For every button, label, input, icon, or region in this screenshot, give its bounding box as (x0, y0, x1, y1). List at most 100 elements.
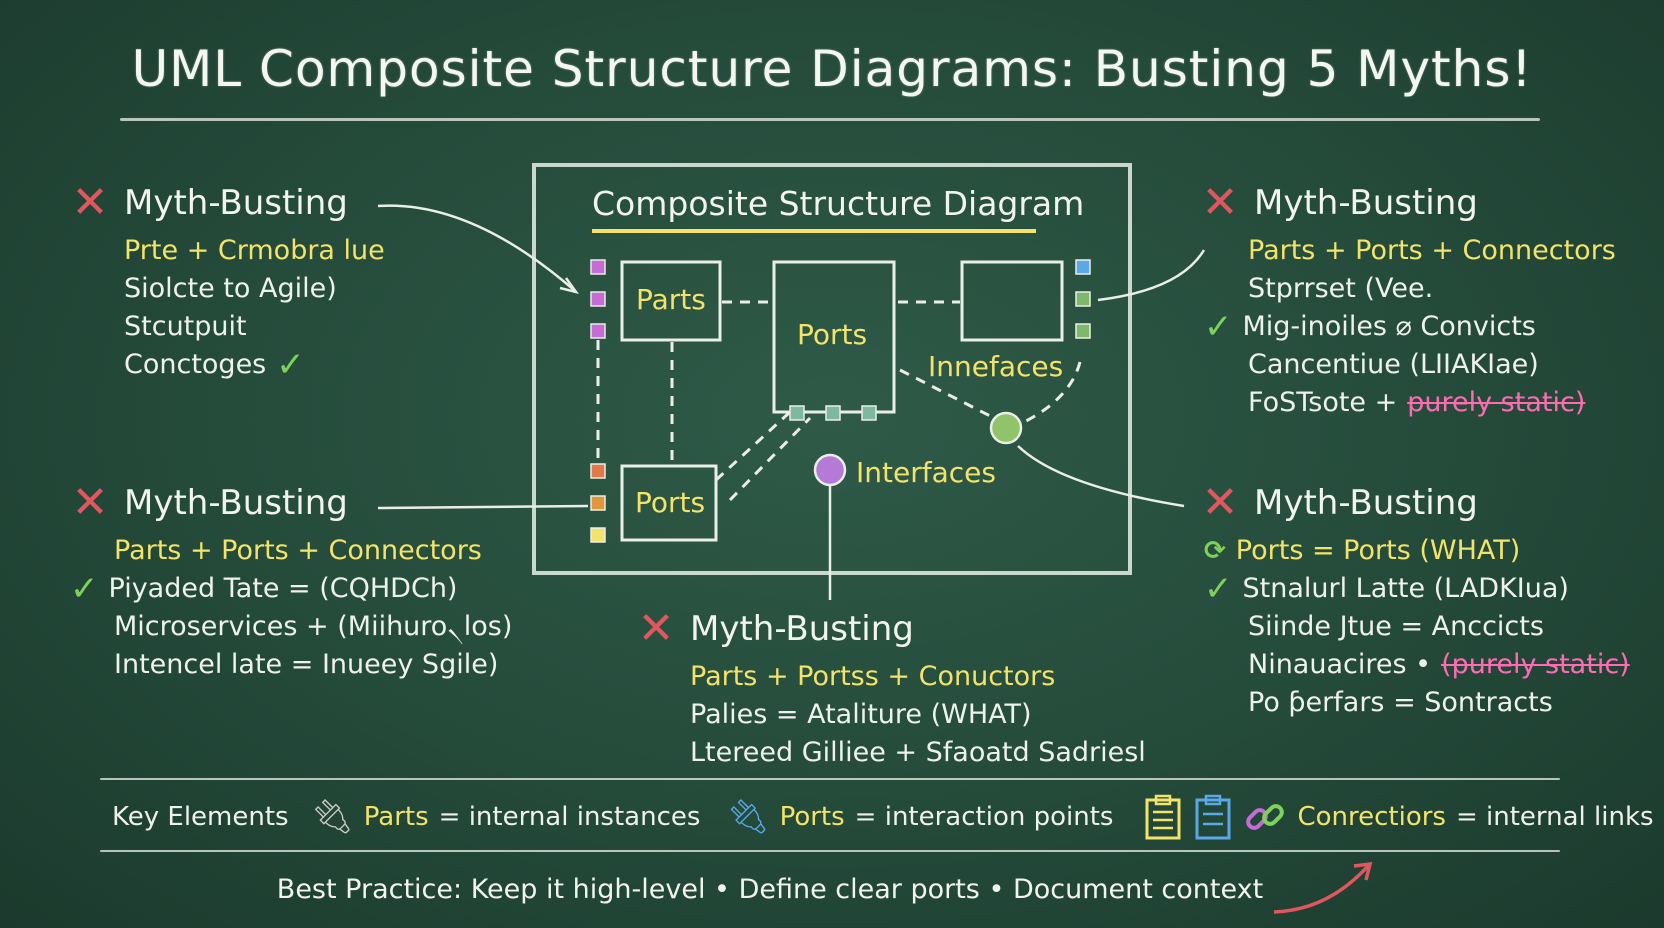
port-square (861, 405, 877, 421)
port-square (1075, 291, 1091, 307)
diagram-ports-lower-label: Ports (635, 486, 706, 519)
myth-card-1: ✕ Myth-Busting Prte + Crmobra lue Siolct… (70, 180, 385, 384)
link-icon: ⟳ (1204, 536, 1226, 566)
arrow-myth1-head (559, 277, 579, 295)
myth-line-with-check: Conctoges ✓ (124, 346, 385, 384)
x-mark-icon: ✕ (637, 603, 675, 654)
key-label: Key Elements (112, 802, 289, 832)
arrow-myth3 (377, 504, 589, 510)
myth-card-2: ✕ Myth-Busting Parts + Ports + Connector… (1200, 180, 1616, 422)
myth-line: Stcutpuit (124, 311, 247, 342)
clipboard-icon (1195, 794, 1231, 840)
myth-line-with-check: ✓ Stnalurl Latte (LADKIua) (1204, 570, 1630, 608)
diagram-innefaces-label: Innefaces (928, 350, 1064, 383)
title-underline (120, 118, 1540, 121)
port-square (590, 323, 606, 339)
myth-line: Parts + Ports + Connectors (1248, 235, 1616, 266)
myth-card-5: ✕ Myth-Busting Parts + Portss + Conuctor… (636, 606, 1146, 772)
diagram-title: Composite Structure Diagram (592, 184, 1085, 223)
myth-line: Palies = Ataliture (WHAT) (690, 699, 1032, 730)
diagram-interfaces-label: Interfaces (856, 456, 996, 489)
interface-circle-purple (813, 453, 847, 487)
connector-lower-center1 (714, 410, 792, 482)
myth-line: Po ƥerfars = Sontracts (1248, 687, 1553, 718)
key-parts-desc: = internal instances (438, 802, 701, 832)
myth-card-4: ✕ Myth-Busting ⟳ Ports = Ports (WHAT) ✓ … (1200, 480, 1630, 722)
myth-line: Ltereed Gilliee + Sfaoatd Sadriesl (690, 737, 1146, 768)
myth-card-3: ✕ Myth-Busting Parts + Ports + Connector… (70, 480, 512, 684)
key-top-rule (100, 778, 1560, 780)
myth-heading: Myth-Busting (124, 483, 348, 523)
myth-line: Parts + Ports + Connectors (114, 535, 482, 566)
key-ports-desc: = interaction points (854, 802, 1114, 832)
key-bottom-rule (100, 850, 1560, 852)
page-title: UML Composite Structure Diagrams: Bustin… (131, 40, 1533, 98)
key-connectors: Conrectiors = internal links (1143, 794, 1654, 840)
best-practice: Best Practice: Keep it high-level • Defi… (276, 874, 1264, 905)
myth-heading: Myth-Busting (1254, 183, 1478, 223)
key-connectors-desc: = internal links (1455, 802, 1654, 832)
myth-line-text: Ninauacires • (1248, 649, 1432, 680)
myth-line-text: Piyaded Tate = (CQHDCh) (108, 573, 458, 604)
arrow-myth2 (1097, 249, 1206, 302)
myth-line: Microservices + (Miihuro৲los) (114, 611, 513, 642)
port-square (590, 259, 606, 275)
diagram-ports-center-label: Ports (797, 318, 868, 351)
port-square (1075, 259, 1091, 275)
x-mark-icon: ✕ (1201, 177, 1239, 228)
struck-text: (purely static) (1441, 649, 1630, 680)
myth-line: Prte + Crmobra lue (124, 235, 385, 266)
port-square (590, 527, 606, 543)
interface-circle-green (989, 411, 1023, 445)
key-ports: 🔌︎ Ports = interaction points (726, 797, 1113, 837)
check-icon: ✓ (1204, 569, 1233, 609)
arrow-icon (1273, 861, 1373, 914)
key-parts-term: Parts (363, 802, 429, 832)
port-square (1075, 323, 1091, 339)
myth-line-text: Mig-inoiles ⌀ Convicts (1242, 311, 1536, 342)
myth-line-with-check: ✓ Piyaded Tate = (CQHDCh) (70, 570, 512, 608)
right-box (960, 260, 1064, 342)
port-square (789, 405, 805, 421)
x-mark-icon: ✕ (71, 477, 109, 528)
myth-line-mixed: FoSTsote + purely static) (1248, 384, 1616, 422)
myth-heading: Myth-Busting (1254, 483, 1478, 523)
key-parts: 🔌︎ Parts = internal instances (311, 797, 701, 837)
myth-line: Cancentiue (LIIAKIae) (1248, 349, 1539, 380)
myth-line-text: Stnalurl Latte (LADKIua) (1242, 573, 1569, 604)
myth-line: Siolcte to Agile) (124, 273, 337, 304)
key-elements: Key Elements 🔌︎ Parts = internal instanc… (112, 792, 1654, 842)
myth-line-mixed: Ninauacires • (purely static) (1248, 646, 1630, 684)
x-mark-icon: ✕ (71, 177, 109, 228)
myth-line-text: FoSTsote + (1248, 387, 1398, 418)
myth-heading: Myth-Busting (690, 609, 914, 649)
diagram-frame (532, 163, 1132, 575)
myth-line-with-check: ✓ Mig-inoiles ⌀ Convicts (1204, 308, 1616, 346)
myth-line-text: Ports = Ports (WHAT) (1235, 535, 1521, 566)
parts-box (620, 260, 722, 342)
struck-text: purely static) (1407, 387, 1586, 418)
myth-line: Siinde Jtue = Anccicts (1248, 611, 1544, 642)
arrow-myth4 (1017, 445, 1185, 508)
port-square (825, 405, 841, 421)
plug-icon: 🔌︎ (310, 797, 354, 837)
port-square (590, 495, 606, 511)
port-square (590, 463, 606, 479)
check-icon: ✓ (70, 569, 99, 609)
x-mark-icon: ✕ (1201, 477, 1239, 528)
myth-line: Intencel late = Inueey Sgile) (114, 649, 499, 680)
port-square (590, 291, 606, 307)
arrow-myth1 (377, 204, 575, 291)
key-ports-term: Ports (779, 802, 845, 832)
myth-line-with-icon: ⟳ Ports = Ports (WHAT) (1204, 532, 1630, 570)
link-icon (1246, 804, 1285, 830)
check-icon: ✓ (276, 345, 305, 385)
myth-heading: Myth-Busting (124, 183, 348, 223)
myth-line: Stprrset (Vee. (1248, 273, 1434, 304)
diagram-parts-label: Parts (636, 283, 706, 316)
clipboard-icon (1145, 794, 1181, 840)
key-connectors-term: Conrectiors (1297, 802, 1446, 832)
plug-icon: 🔌︎ (726, 797, 770, 837)
ports-box-lower (620, 464, 718, 542)
